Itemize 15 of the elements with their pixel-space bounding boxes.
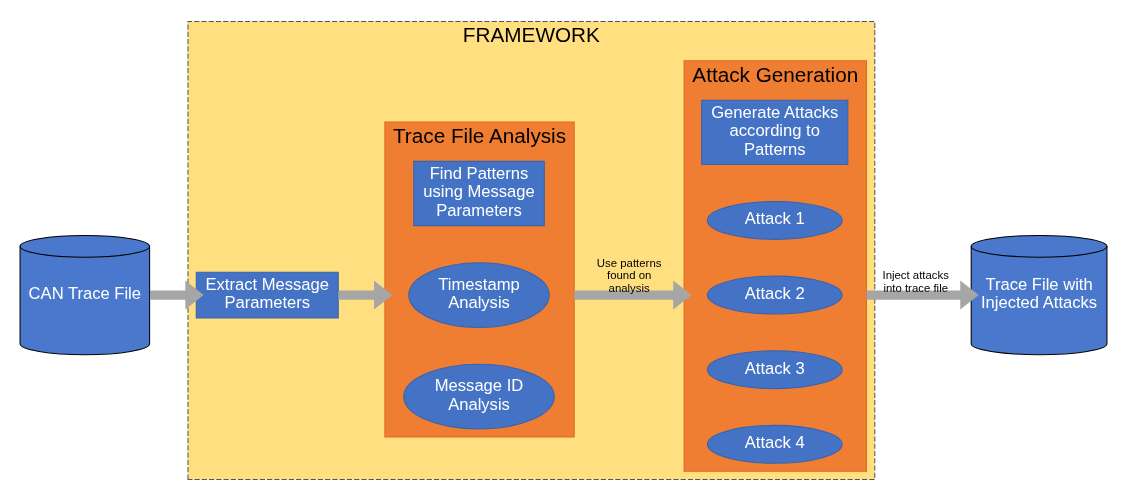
arrow xyxy=(866,280,979,310)
arrow xyxy=(573,280,692,310)
node-box: Extract Message Parameters xyxy=(195,271,339,318)
edge-label: Inject attacks into trace file xyxy=(881,268,949,294)
node-ellipse: Timestamp Analysis xyxy=(407,261,550,328)
node-ellipse: Attack 4 xyxy=(706,424,843,464)
arrow xyxy=(337,280,392,310)
node-box: Find Patterns using Message Parameters xyxy=(412,160,545,226)
arrow xyxy=(149,280,204,310)
edge-label: Use patterns found on analysis xyxy=(596,256,661,294)
node-ellipse: Message ID Analysis xyxy=(402,363,555,430)
node-ellipse: Attack 3 xyxy=(706,349,843,389)
node-box: Generate Attacks according to Patterns xyxy=(700,99,848,165)
node-ellipse: Attack 2 xyxy=(706,275,843,315)
node-ellipse: Attack 1 xyxy=(706,200,843,240)
